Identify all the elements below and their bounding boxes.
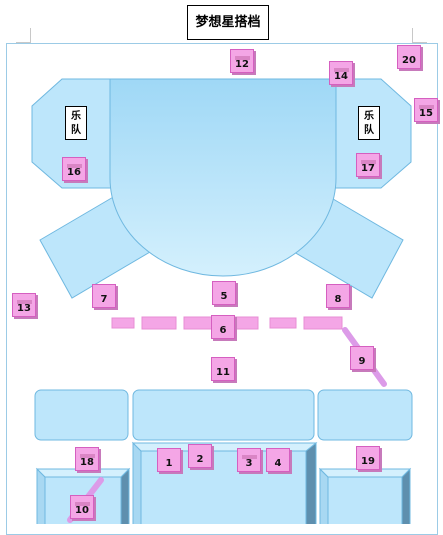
marker-1: 1 [157,448,181,472]
platform-center [132,389,315,441]
marker-4: 4 [266,448,290,472]
marker-8: 8 [326,284,350,308]
marker-10: 10 [70,495,94,519]
marker-3: 3 [237,448,261,472]
marker-7: 7 [92,284,116,308]
marker-6: 6 [211,315,235,339]
diagram-title: 梦想星搭档 [187,5,269,40]
marker-15: 15 [414,98,438,122]
marker-17: 17 [356,153,380,177]
box-right [318,467,412,524]
marker-11: 11 [211,357,235,381]
marker-20: 20 [397,45,421,69]
stage-layout: 梦想星搭档 乐队 乐队 1 2 3 4 5 6 7 8 9 10 11 12 1… [6,5,438,535]
main-stage [109,78,337,277]
band-label-left: 乐队 [65,106,87,140]
marker-19: 19 [356,446,380,470]
marker-18: 18 [75,447,99,471]
marker-5: 5 [212,281,236,305]
marker-13: 13 [12,293,36,317]
crop-mark-top-right [412,28,427,43]
platform-left [34,389,129,441]
marker-12: 12 [230,49,254,73]
marker-9: 9 [350,346,374,370]
crop-mark-top-left [16,28,31,43]
marker-14: 14 [329,61,353,85]
platform-right [317,389,413,441]
marker-16: 16 [62,157,86,181]
band-label-right: 乐队 [358,106,380,140]
marker-2: 2 [188,444,212,468]
